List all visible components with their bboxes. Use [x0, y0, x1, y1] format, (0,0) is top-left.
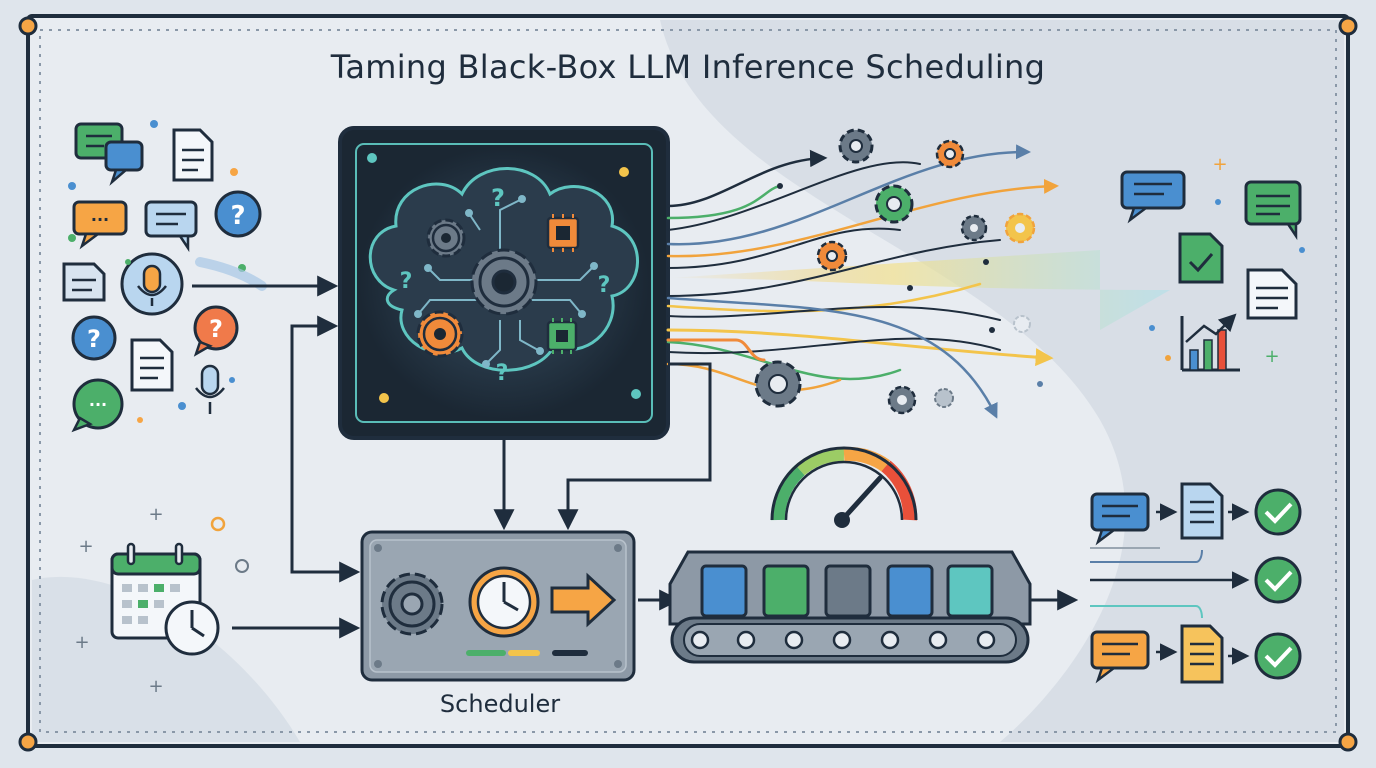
sparkle-plus: +	[78, 536, 93, 557]
gear-icon	[754, 360, 802, 408]
sparkle-plus: +	[74, 632, 89, 653]
gear-icon	[1013, 315, 1031, 333]
gear-icon	[887, 385, 917, 415]
sparkle-plus: +	[1212, 154, 1227, 175]
queue-slot	[824, 564, 872, 618]
sparkle-plus: +	[148, 676, 163, 697]
check-circle-icon	[1254, 632, 1302, 680]
question-bubble-icon: ?	[71, 315, 117, 361]
gear-icon	[426, 218, 466, 258]
pipeline-row	[1090, 482, 1302, 546]
output-beam	[668, 250, 1170, 330]
chat-bubble-icon: ···	[72, 200, 128, 250]
clock-icon	[468, 566, 540, 638]
speedometer-icon	[770, 446, 918, 528]
inner-dotted-frame	[39, 29, 1337, 733]
document-icon	[1246, 268, 1298, 320]
output-feedback-arrow	[557, 362, 712, 531]
corner-dot	[18, 16, 38, 36]
chat-bubble-icon: ···	[71, 378, 124, 433]
pipeline-row	[1090, 556, 1302, 604]
corner-dot	[1338, 16, 1358, 36]
question-mark-glyph: ?	[491, 184, 505, 212]
gear-icon	[816, 240, 848, 272]
document-icon	[62, 262, 106, 302]
chip-icon	[546, 318, 578, 354]
clock-icon	[164, 600, 220, 656]
black-box-llm: ? ? ? ?	[338, 126, 670, 440]
gear-icon	[934, 388, 954, 408]
chat-bubble-icon	[144, 200, 198, 253]
queue-slot	[700, 564, 748, 618]
question-bubble-icon: ?	[214, 190, 262, 238]
chip-icon	[546, 214, 580, 252]
gear-icon	[380, 572, 444, 636]
document-icon	[1180, 624, 1224, 684]
document-icon	[130, 338, 174, 392]
background-wave-left	[32, 576, 300, 742]
check-circle-icon	[1254, 556, 1302, 604]
calendar-icon	[110, 542, 202, 640]
sparkle-plus: +	[148, 504, 163, 525]
question-mark-glyph: ?	[209, 315, 223, 343]
chat-bubble-icon	[104, 140, 144, 186]
question-bubble-icon: ?	[193, 305, 239, 357]
gear-icon	[838, 128, 874, 164]
output-streams	[666, 144, 1170, 419]
gear-icon	[416, 310, 464, 358]
microphone-icon	[195, 364, 225, 414]
chat-bubble-icon	[1090, 630, 1150, 684]
chat-bubble-icon	[1090, 492, 1150, 546]
corner-dot	[1338, 732, 1358, 752]
calendar-clock-cluster: + + + +	[74, 504, 249, 697]
checked-document-icon	[1178, 232, 1224, 284]
pipeline-row	[1090, 624, 1302, 684]
queue-slot	[886, 564, 934, 618]
check-circle-icon	[1254, 488, 1302, 536]
sparkle-plus: +	[1264, 346, 1279, 367]
input-flow-glow	[195, 257, 267, 291]
arrow-right-icon	[550, 572, 617, 628]
scheduler-label: Scheduler	[439, 690, 561, 718]
completed-pipelines	[1090, 482, 1302, 684]
gear-icon	[935, 139, 965, 169]
gear-icon	[874, 184, 914, 224]
gear-icon	[470, 248, 538, 316]
question-mark-glyph: ?	[87, 325, 101, 353]
output-results-cluster: + +	[1120, 154, 1305, 372]
chat-bubble-icon	[1120, 170, 1186, 224]
question-mark-glyph: ?	[496, 361, 509, 386]
request-queue-conveyor	[668, 550, 1032, 664]
document-icon	[172, 128, 214, 182]
chat-bubble-icon	[1244, 180, 1302, 241]
bar-chart-icon	[1180, 313, 1240, 372]
input-requests-cluster: ··· ? ? ?	[62, 120, 262, 433]
document-icon	[1180, 482, 1224, 540]
floating-gears	[754, 128, 1043, 415]
queue-slot	[762, 564, 810, 618]
gear-icon	[960, 214, 988, 242]
scheduler-box	[360, 530, 636, 682]
question-mark-glyph: ?	[230, 201, 245, 231]
question-mark-glyph: ?	[598, 273, 611, 298]
question-mark-glyph: ?	[400, 269, 413, 294]
queue-slot	[946, 564, 994, 618]
diagram-title: Taming Black-Box LLM Inference Schedulin…	[330, 48, 1046, 86]
corner-dot	[18, 732, 38, 752]
ellipsis-glyph: ···	[89, 395, 107, 414]
gear-icon	[1004, 212, 1036, 244]
ellipsis-glyph: ···	[91, 210, 109, 229]
microphone-icon	[120, 252, 184, 316]
